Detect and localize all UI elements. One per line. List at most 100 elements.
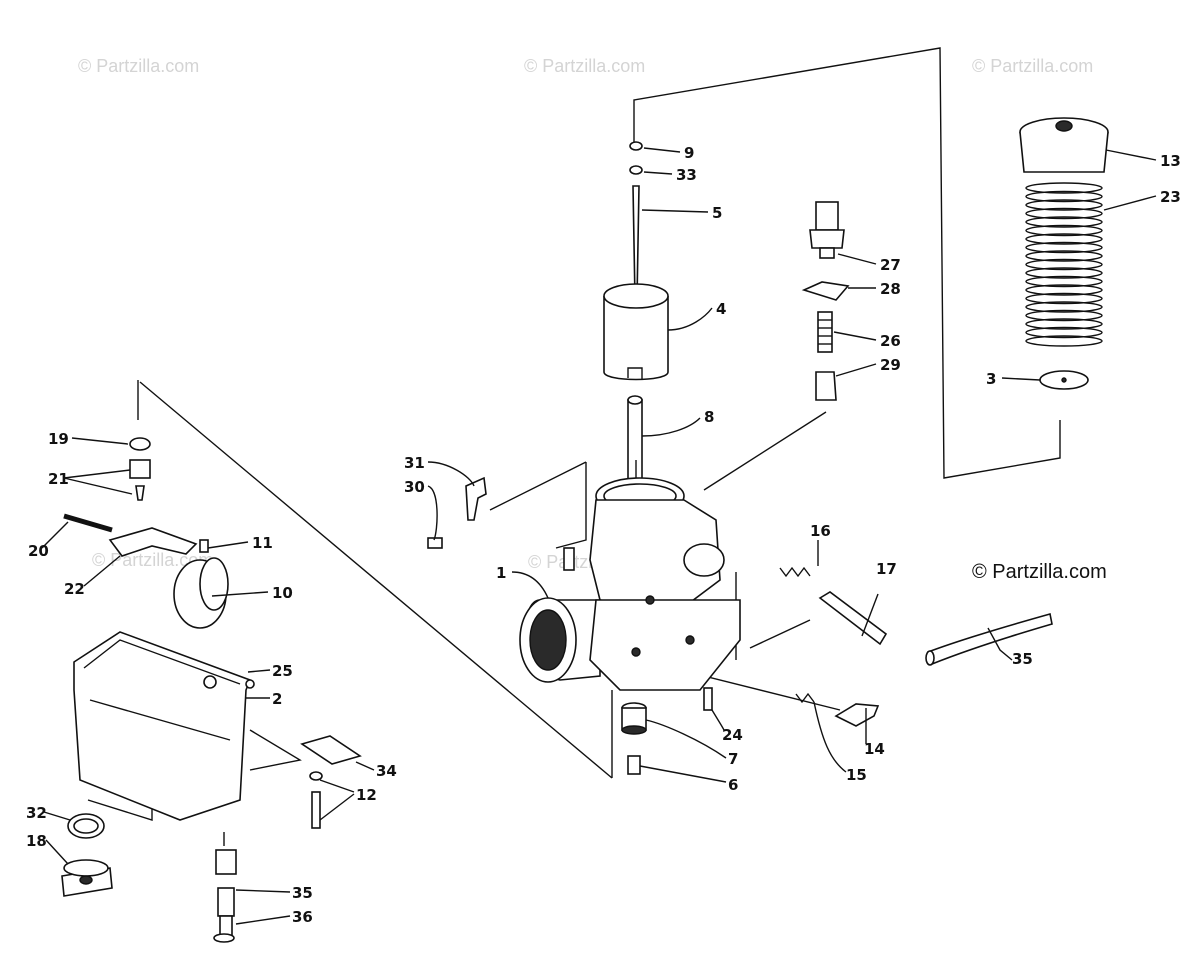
spring-coil [1025,258,1103,271]
spring-coil [1025,301,1103,313]
callout-22: 22 [64,580,85,598]
callout-10: 10 [272,584,293,602]
callout-27: 27 [880,256,901,274]
callout-17: 17 [876,560,897,578]
callout-32: 32 [26,804,47,822]
part-28-plate [801,281,850,301]
callout-24: 24 [722,726,743,744]
callout-12: 12 [356,786,377,804]
callout-35-right: 35 [1012,650,1033,668]
callout-8: 8 [704,408,714,426]
part-3-spring-seat [1039,370,1089,390]
watermark-top-right: © Partzilla.com [972,56,1093,76]
callout-21: 21 [48,470,69,488]
part-12-screws [309,771,323,829]
part-5-needle [632,185,640,301]
callout-15: 15 [846,766,867,784]
callout-36: 36 [292,908,313,926]
callout-14: 14 [864,740,885,758]
part-8-shaft [627,395,643,491]
part-1-carb-body [519,477,741,691]
callout-28: 28 [880,280,901,298]
spring-coil [1025,267,1103,279]
part-31-lever [465,476,487,521]
callout-16: 16 [810,522,831,540]
callout-19: 19 [48,430,69,448]
callout-30: 30 [404,478,425,496]
callout-7: 7 [728,750,738,768]
part-23-spring [1025,182,1103,347]
callout-26: 26 [880,332,901,350]
part-27-plunger-nut [809,201,845,259]
callout-33: 33 [676,166,697,184]
part-22-float-arm [108,527,198,557]
spring-coil [1025,190,1103,203]
spring-coil [1025,207,1103,220]
callout-6: 6 [728,776,738,794]
spring-coil [1025,292,1103,305]
callout-9: 9 [684,144,694,162]
part-20-pin [63,513,113,533]
part-14-air-screw [834,703,880,727]
part-32-oring [67,813,105,839]
part-10-float [173,557,229,629]
watermark-main: © Partzilla.com [972,561,1107,583]
part-13-top-cap [1019,117,1109,173]
spring-coil [1025,216,1103,228]
spring-coil [1025,309,1103,322]
part-18-drain-plug [61,859,113,897]
part-4-throttle-slide [603,283,669,381]
spring-coil [1025,326,1103,339]
part-7-needle-jet [621,702,647,735]
part-24-pilot-jet [703,687,713,711]
callout-4: 4 [716,300,726,318]
callout-11: 11 [252,534,273,552]
spring-coil [1025,275,1103,288]
spring-coil [1025,182,1103,194]
watermark-top-left: © Partzilla.com [78,56,199,76]
part-16-spring [779,566,811,578]
spring-coil [1025,199,1103,211]
callout-20: 20 [28,542,49,560]
callout-34: 34 [376,762,397,780]
spring-coil [1025,233,1103,245]
part-33-washer [629,165,643,175]
callout-2: 2 [272,690,282,708]
spring-coil [1025,318,1103,330]
part-2-float-bowl [73,631,252,821]
spring-coil [1025,250,1103,262]
spring-coil [1025,284,1103,296]
part-17-idle-screw [818,591,888,646]
part-6-main-jet [627,755,641,775]
part-9-clip [629,141,643,151]
leader-lines [41,147,1157,925]
spring-coil [1025,224,1103,237]
callout-1: 1 [496,564,506,582]
part-29-plunger [815,371,837,401]
part-25-gasket [245,679,255,689]
spring-coil [1025,241,1103,254]
part-35-hose-right [925,612,1053,666]
part-26-spring [817,311,833,353]
part-35-hose-left [215,849,237,917]
part-30-screw [427,537,443,549]
part-15-spring [795,692,815,704]
part-34-plate [300,735,362,765]
callout-23: 23 [1160,188,1181,206]
callout-31: 31 [404,454,425,472]
callout-18: 18 [26,832,47,850]
callout-25: 25 [272,662,293,680]
part-11-pin [199,539,209,553]
part-21-float-valve [129,459,151,501]
callout-5: 5 [712,204,722,222]
callout-labels: 9 33 5 4 8 27 28 26 29 13 23 3 31 30 1 1… [26,144,1181,926]
watermark-top-center: © Partzilla.com [524,56,645,76]
callout-35-left: 35 [292,884,313,902]
callout-29: 29 [880,356,901,374]
part-36-drain-screw [213,915,235,943]
callout-13: 13 [1160,152,1181,170]
part-19-washer [129,437,151,451]
callout-3: 3 [986,370,996,388]
